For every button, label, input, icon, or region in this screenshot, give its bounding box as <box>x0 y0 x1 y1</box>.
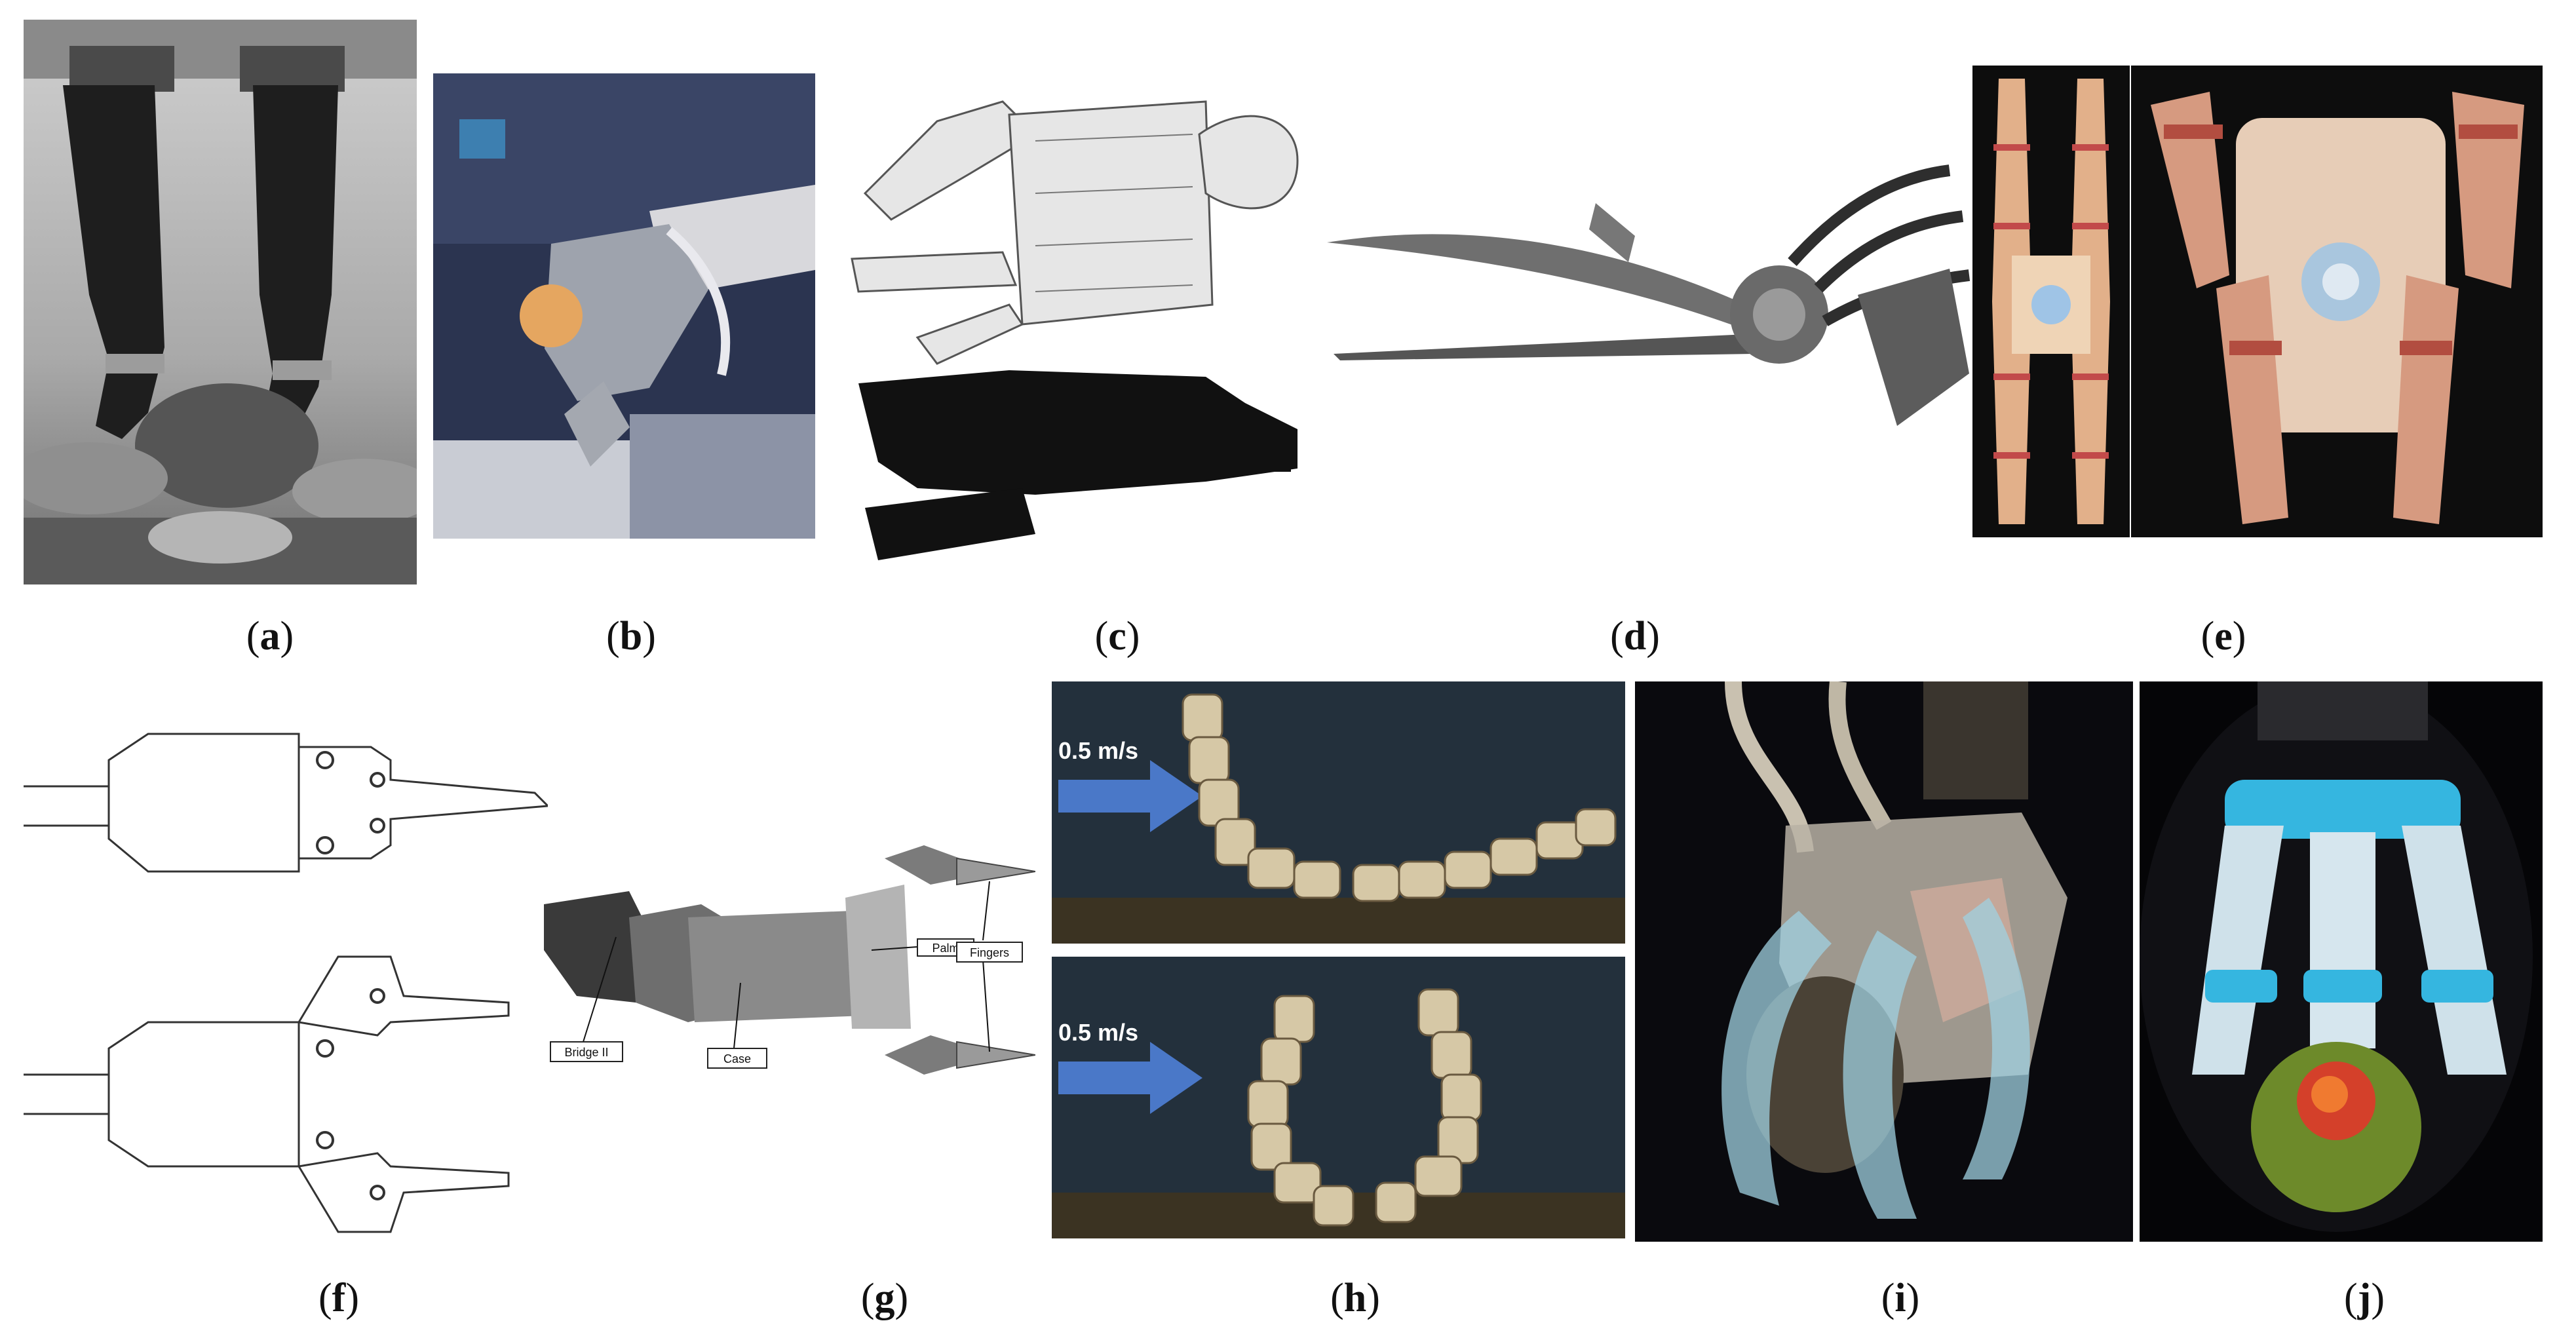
panel-h-bottom-image: 0.5 m/s <box>1052 957 1625 1238</box>
flow-arrow-icon-bottom <box>1058 1042 1202 1114</box>
panel-h-bottom-illustration: 0.5 m/s <box>1052 957 1625 1238</box>
panel-d-illustration <box>1320 164 1976 472</box>
caption-e: (e) <box>2201 614 2246 659</box>
panel-a-illustration <box>24 20 417 584</box>
caption-h: (h) <box>1330 1276 1380 1320</box>
panel-g-image: Palm Fingers Bridge II Case <box>537 832 1035 1107</box>
fingers-label: Fingers <box>970 946 1009 959</box>
bridge-label-box <box>550 1041 623 1062</box>
panel-c-image <box>839 62 1337 586</box>
caption-d: (d) <box>1610 614 1660 659</box>
case-label-box <box>707 1048 767 1069</box>
caption-b: (b) <box>606 614 656 659</box>
panel-e-right-illustration <box>2131 66 2543 537</box>
panel-e-right-image <box>2131 66 2543 537</box>
panel-b-image <box>433 73 815 539</box>
panel-c-illustration <box>839 62 1337 586</box>
fingers-label-box <box>956 942 1023 963</box>
panel-h-top-image: 0.5 m/s <box>1052 681 1625 944</box>
panel-f-image <box>24 708 548 1258</box>
flow-speed-label-top: 0.5 m/s <box>1058 737 1138 764</box>
panel-i-image <box>1635 681 2133 1242</box>
panel-e-left-image <box>1972 66 2130 537</box>
panel-a-image <box>24 20 417 584</box>
caption-c: (c) <box>1094 614 1140 659</box>
case-label: Case <box>723 1052 751 1065</box>
panel-g-illustration: Palm Fingers Bridge II Case <box>537 832 1035 1107</box>
palm-label: Palm <box>932 942 959 955</box>
panel-f-illustration <box>24 708 548 1258</box>
panel-e-left-illustration <box>1972 66 2130 537</box>
caption-j: (j) <box>2344 1276 2385 1320</box>
caption-a: (a) <box>246 614 294 659</box>
bridge-label: Bridge II <box>564 1046 608 1059</box>
flow-speed-label-bottom: 0.5 m/s <box>1058 1019 1138 1046</box>
panel-j-image <box>2140 681 2543 1242</box>
caption-f: (f) <box>318 1276 359 1320</box>
panel-i-illustration <box>1635 681 2133 1242</box>
flow-arrow-icon <box>1058 760 1202 832</box>
caption-i: (i) <box>1881 1276 1920 1320</box>
panel-b-illustration <box>433 73 815 539</box>
panel-h-top-illustration: 0.5 m/s <box>1052 681 1625 944</box>
panel-j-illustration <box>2140 681 2543 1242</box>
panel-d-image <box>1320 164 1976 472</box>
caption-g: (g) <box>860 1276 909 1320</box>
